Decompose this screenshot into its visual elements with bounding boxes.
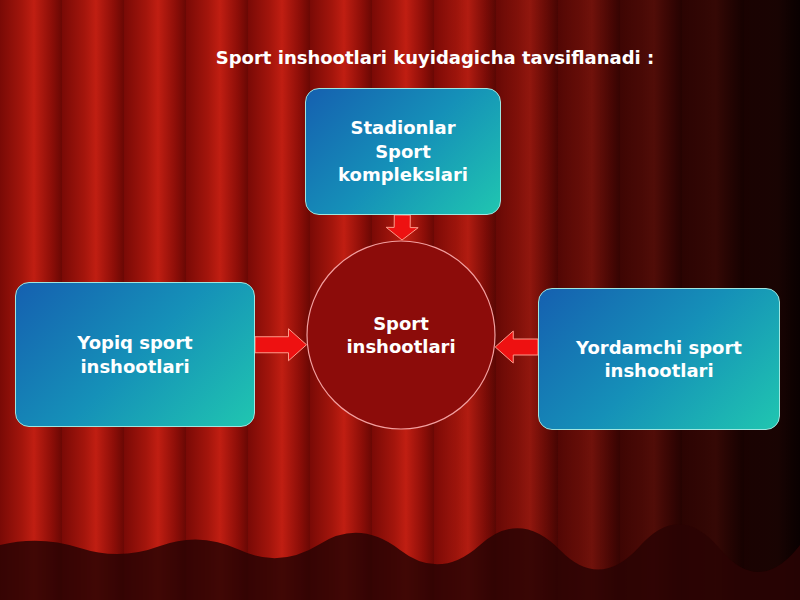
category-box: Stadionlar Sport komplekslari	[305, 88, 501, 215]
node-label: Yordamchi sport inshootlari	[557, 336, 761, 383]
category-box: Yopiq sport inshootlari	[15, 282, 255, 427]
node-label: Sport inshootlari	[334, 312, 468, 359]
block-arrow	[255, 329, 307, 361]
block-arrow	[386, 215, 418, 240]
center-circle: Sport inshootlari	[306, 240, 496, 430]
circle-outline	[306, 240, 496, 430]
category-box: Yordamchi sport inshootlari	[538, 288, 780, 430]
curtain-bottom	[0, 524, 800, 600]
circle-shape	[307, 241, 495, 429]
diagram-title: Sport inshootlari kuyidagicha tavsiflana…	[150, 47, 720, 68]
node-label: Stadionlar Sport komplekslari	[324, 116, 482, 186]
block-arrow	[495, 331, 538, 363]
node-label: Yopiq sport inshootlari	[34, 331, 236, 378]
